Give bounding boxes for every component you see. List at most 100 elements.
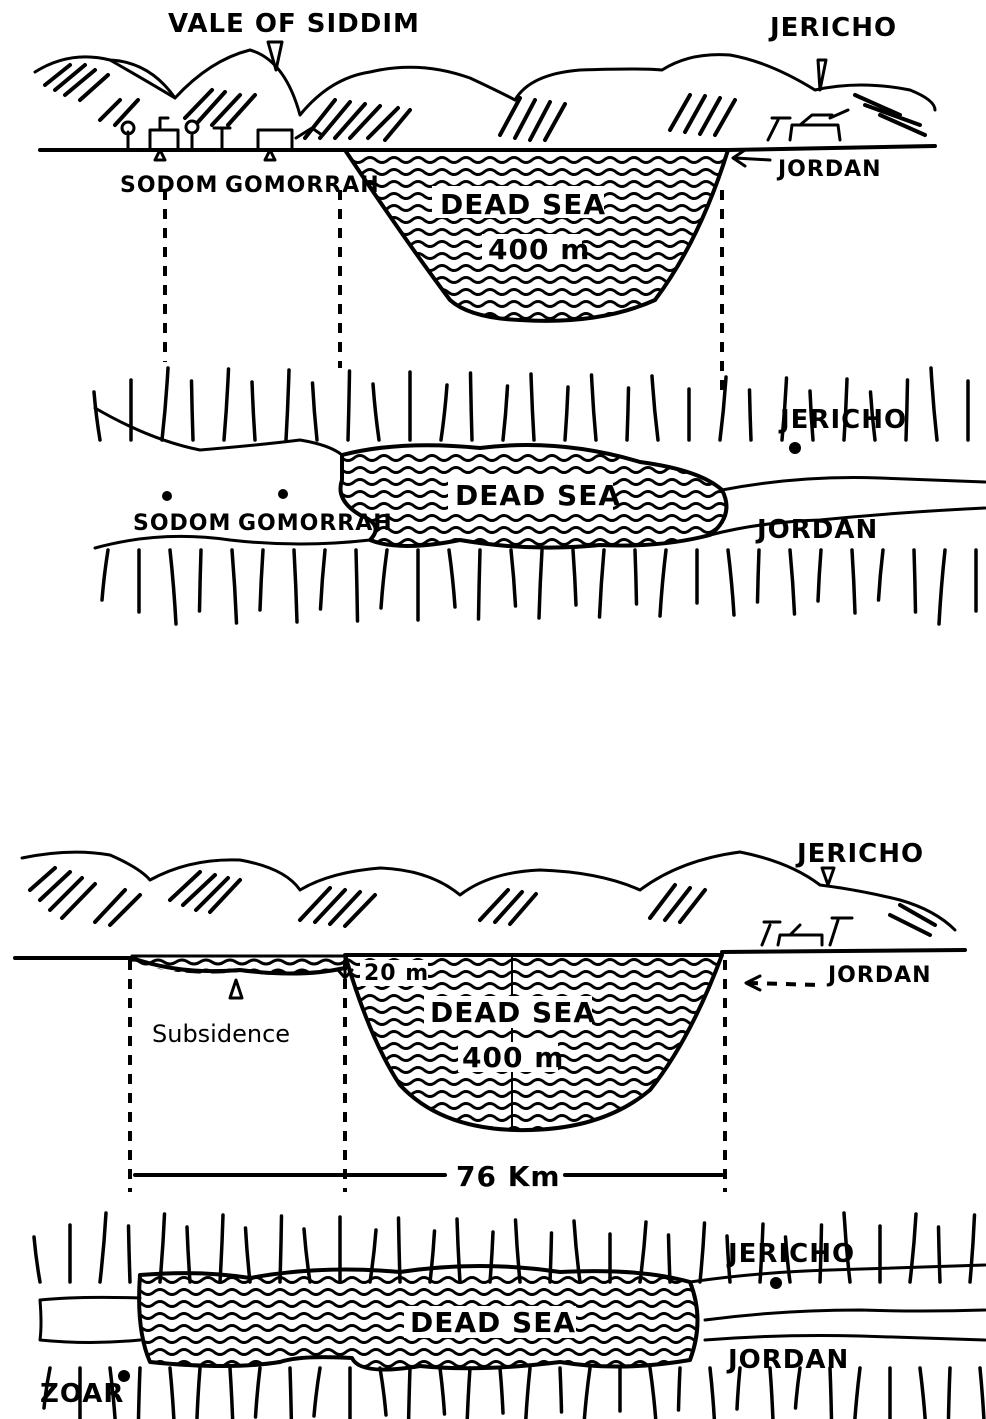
- top-plan-gomorrah-label: GOMORRAH: [238, 511, 393, 536]
- water-wave-line: [340, 170, 748, 175]
- slope-hatch-line: [852, 550, 855, 613]
- bottom-section-jordan-label: JORDAN: [826, 963, 932, 988]
- water-wave-line: [130, 1350, 730, 1355]
- slope-hatch-line: [531, 374, 534, 440]
- bottom-plan-jericho-dot: [770, 1277, 782, 1289]
- slope-hatch-line: [879, 550, 884, 600]
- slope-hatch-line: [290, 1368, 292, 1419]
- slope-hatch-line: [129, 1226, 131, 1282]
- slope-hatch-line: [409, 1368, 411, 1419]
- slope-hatch-line: [728, 550, 734, 615]
- bottom-plan: JERICHO DEAD SEA JORDAN ZOAR: [34, 1213, 985, 1419]
- slope-hatch-line: [430, 1231, 435, 1282]
- slope-hatch-line: [679, 1368, 681, 1410]
- slope-hatch-line: [700, 1223, 705, 1282]
- water-wave-line: [340, 182, 748, 187]
- slope-hatch-line: [102, 550, 108, 600]
- water-wave-line: [330, 540, 762, 545]
- slope-hatch-line: [910, 1214, 916, 1282]
- slope-hatch-line: [34, 1237, 40, 1282]
- slope-hatch-line: [162, 368, 168, 440]
- bottom-section-depth-label: 400 m: [462, 1041, 564, 1074]
- bottom-plan-sea-label: DEAD SEA: [410, 1306, 576, 1339]
- slope-hatch-line: [314, 1368, 320, 1416]
- water-wave-line: [340, 1080, 748, 1085]
- top-plan-jordan-label: JORDAN: [755, 515, 878, 545]
- slope-hatch-line: [381, 550, 387, 608]
- slope-hatch-line: [854, 1368, 860, 1419]
- slope-hatch-line: [246, 1228, 251, 1282]
- slope-hatch-line: [479, 550, 481, 619]
- water-wave-line: [340, 302, 748, 307]
- slope-hatch-line: [710, 1368, 715, 1419]
- slope-hatch-line: [920, 1368, 926, 1419]
- slope-hatch-line: [440, 1368, 445, 1414]
- slope-hatch-line: [170, 1368, 175, 1419]
- top-jordan-arrow: [733, 150, 770, 166]
- slope-hatch-line: [758, 550, 760, 602]
- slope-hatch-line: [526, 1368, 531, 1419]
- slope-hatch-line: [560, 1368, 562, 1412]
- bottom-distance-label: 76 Km: [456, 1160, 561, 1193]
- water-wave-line: [340, 278, 748, 283]
- slope-hatch-line: [232, 550, 237, 623]
- slope-hatch-line: [471, 373, 473, 440]
- slope-hatch-line: [370, 1230, 376, 1282]
- top-plan-sodom-dot: [162, 491, 172, 501]
- water-wave-line: [128, 960, 368, 964]
- slope-hatch-line: [260, 550, 263, 610]
- slope-hatch-line: [197, 1368, 200, 1418]
- slope-hatch-line: [660, 550, 666, 616]
- slope-hatch-line: [321, 550, 326, 609]
- water-wave-line: [340, 266, 748, 271]
- slope-hatch-line: [313, 383, 318, 440]
- slope-hatch-line: [449, 550, 455, 607]
- slope-hatch-line: [980, 1368, 985, 1419]
- slope-hatch-line: [256, 1368, 261, 1417]
- slope-hatch-line: [200, 550, 202, 611]
- slope-hatch-line: [294, 550, 297, 622]
- water-wave-line: [340, 158, 748, 163]
- slope-hatch-line: [584, 1368, 590, 1419]
- bottom-plan-zoar-label: ZOAR: [40, 1379, 124, 1409]
- slope-hatch-line: [818, 550, 821, 601]
- bottom-shallow-depth-label: 20 m: [364, 961, 429, 986]
- bottom-section-jericho-label: JERICHO: [795, 839, 924, 869]
- bottom-subsidence-label: Subsidence: [152, 1020, 290, 1048]
- top-mountains: [35, 42, 935, 148]
- top-section-depth-label: 400 m: [488, 233, 590, 266]
- slope-hatch-line: [192, 381, 194, 440]
- slope-hatch-line: [750, 390, 752, 440]
- slope-hatch-line: [652, 376, 658, 440]
- water-wave-line: [130, 1374, 730, 1379]
- top-section-jericho-label: JERICHO: [768, 13, 897, 43]
- bottom-plan-jericho-label: JERICHO: [726, 1239, 855, 1269]
- water-wave-line: [330, 456, 762, 461]
- slope-hatch-line: [380, 1368, 386, 1415]
- slope-hatch-line: [970, 1215, 975, 1282]
- slope-hatch-line: [939, 1227, 941, 1282]
- slope-hatch-line: [627, 388, 629, 440]
- slope-hatch-line: [914, 550, 916, 612]
- slope-hatch-line: [550, 1233, 552, 1282]
- top-village-silhouettes: [122, 110, 848, 148]
- slope-hatch-line: [503, 386, 508, 440]
- water-wave-line: [340, 1116, 748, 1121]
- top-plan: JERICHO DEAD SEA SODOM GOMORRAH JORDAN: [94, 368, 985, 624]
- bottom-section-sea-label: DEAD SEA: [430, 996, 596, 1029]
- slope-hatch-line: [170, 550, 176, 624]
- top-plan-sodom-label: SODOM: [133, 511, 231, 536]
- slope-hatch-line: [500, 1368, 503, 1413]
- top-sodom-label: SODOM: [120, 173, 218, 198]
- slope-hatch-line: [304, 1229, 310, 1282]
- slope-hatch-line: [94, 392, 100, 440]
- slope-hatch-line: [770, 1368, 773, 1419]
- water-wave-line: [340, 1092, 748, 1097]
- slope-hatch-line: [220, 1215, 223, 1282]
- top-plan-jericho-dot: [789, 442, 801, 454]
- slope-hatch-line: [441, 385, 447, 440]
- water-wave-line: [340, 1104, 748, 1109]
- slope-hatch-line: [100, 1213, 106, 1282]
- bottom-subsidence: [128, 956, 368, 998]
- bottom-plan-jordan-label: JORDAN: [726, 1345, 849, 1375]
